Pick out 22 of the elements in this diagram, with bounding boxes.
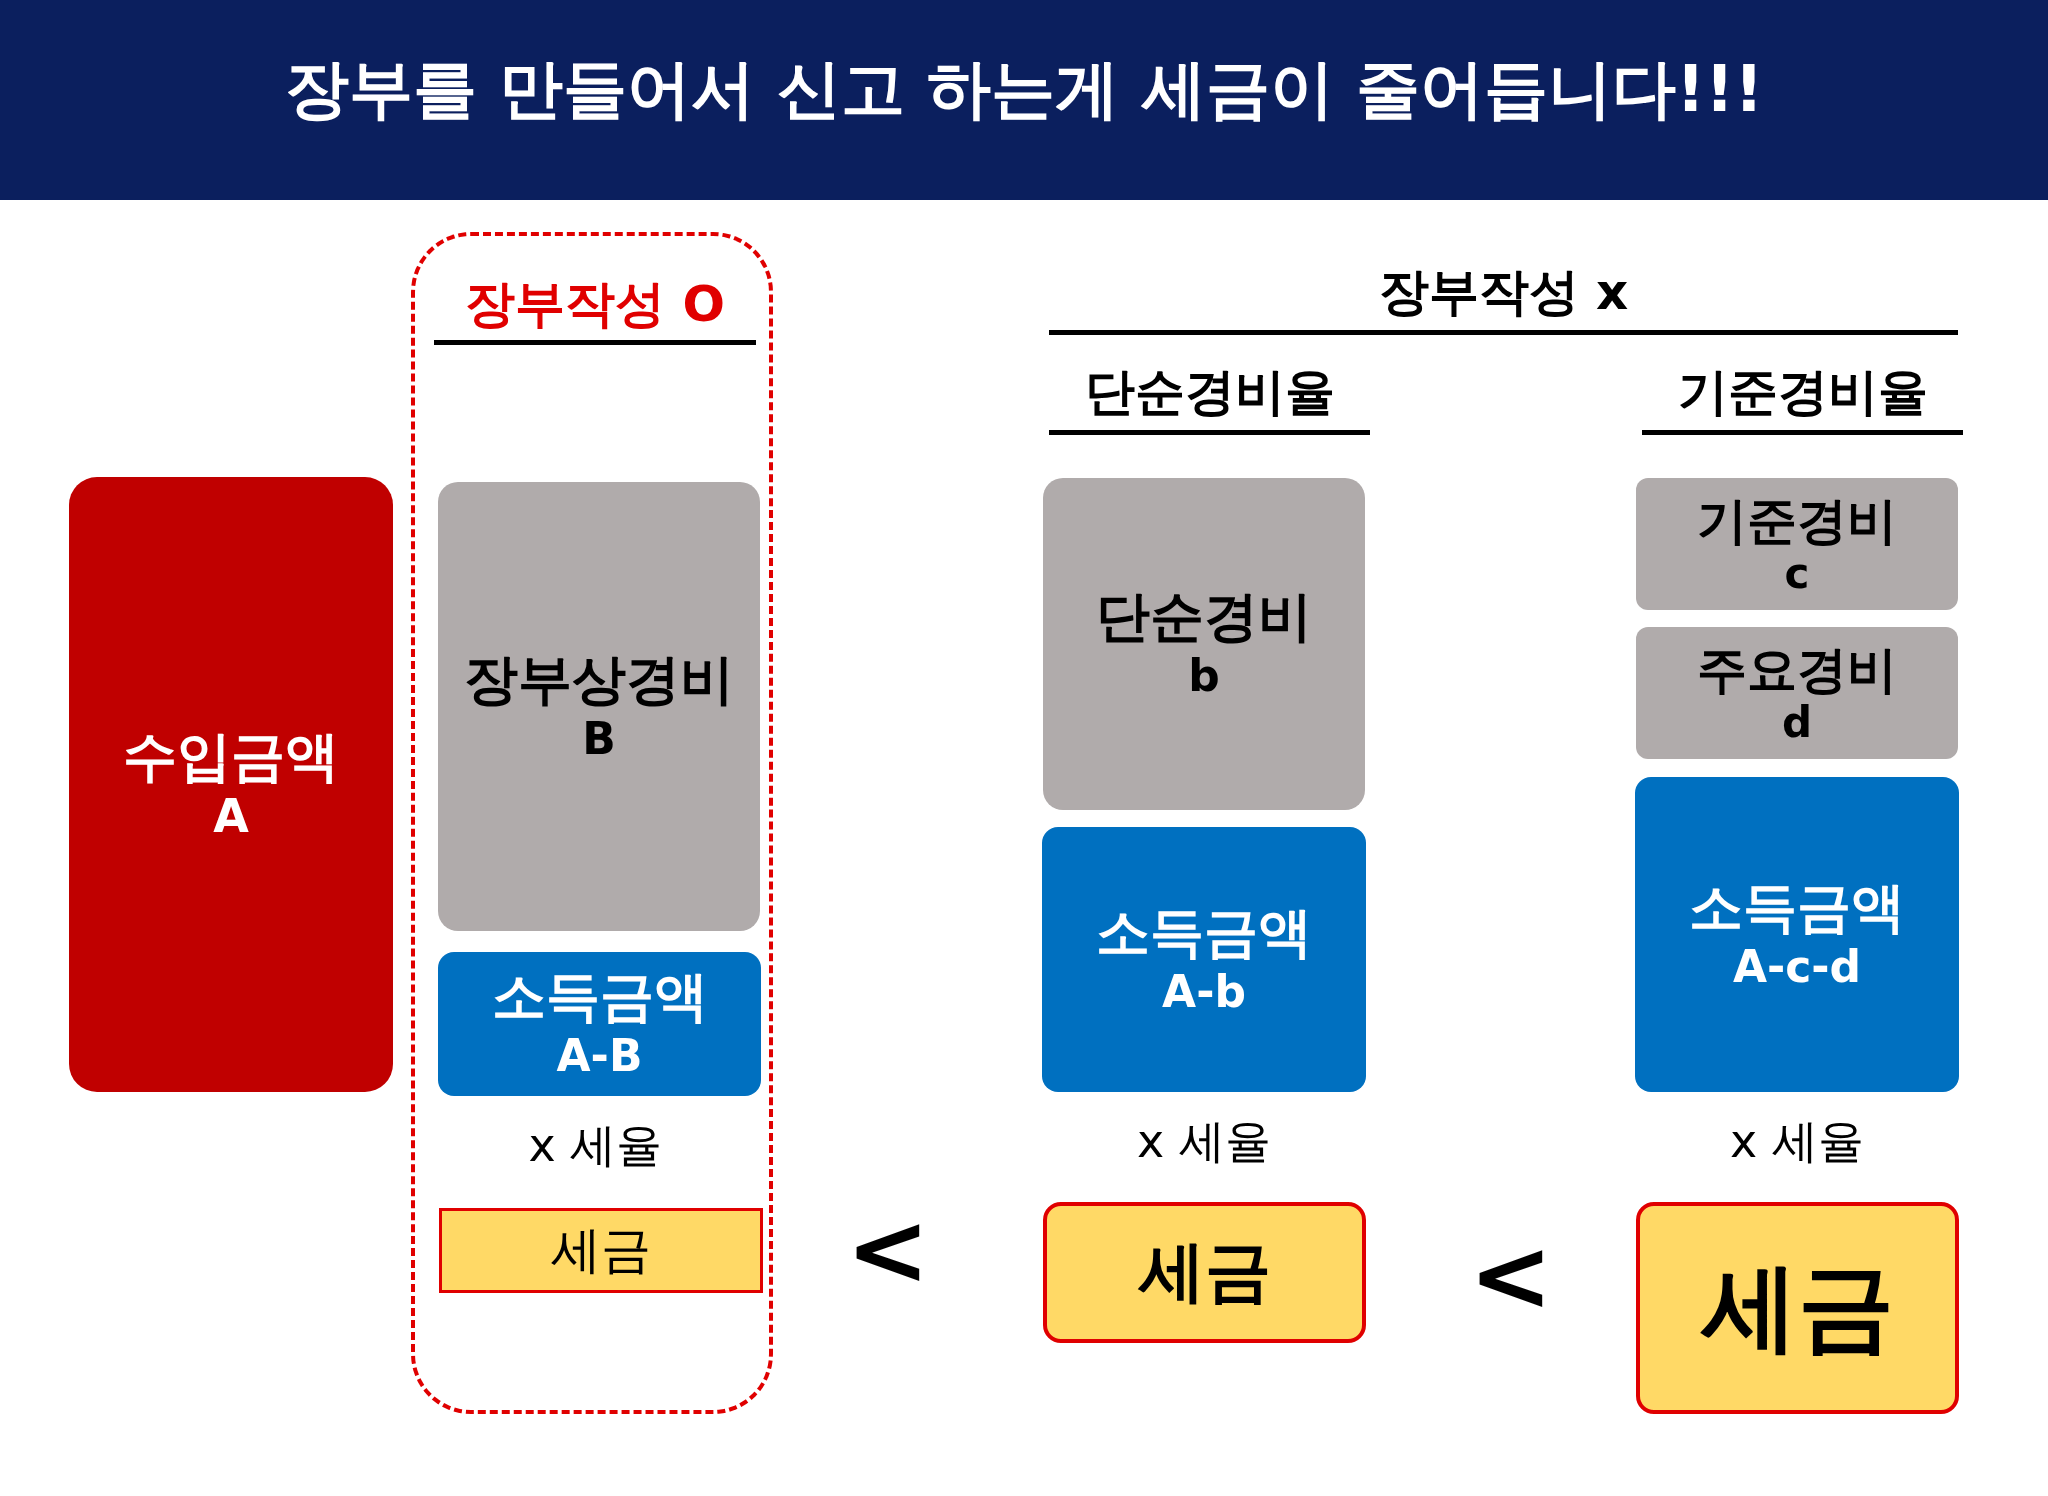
tax-rate-text: x 세율: [1136, 1114, 1272, 1170]
tax-box: 세금: [1636, 1202, 1959, 1414]
tax-rate-text: x 세율: [527, 1118, 664, 1174]
dashed-group-outline: [411, 232, 773, 1414]
amount-box: 단순경비 b: [1043, 478, 1365, 810]
amount-box: 소득금액 A-b: [1042, 827, 1366, 1092]
amount-box: 수입금액 A: [69, 477, 393, 1092]
group-heading: 장부작성 O: [434, 274, 756, 345]
less-than-sign: <: [845, 1200, 931, 1300]
less-than-sign: <: [1468, 1226, 1554, 1326]
amount-box: 기준경비 c: [1636, 478, 1958, 610]
tax-box: 세금: [1043, 1202, 1366, 1343]
amount-box: 주요경비 d: [1636, 627, 1958, 759]
tax-rate-text: x 세율: [1729, 1114, 1865, 1170]
tax-box: 세금: [439, 1208, 763, 1293]
column-heading: 장부작성 x: [1049, 262, 1958, 335]
amount-box: 소득금액 A-B: [438, 952, 761, 1096]
column-heading: 기준경비율: [1642, 362, 1963, 435]
amount-box: 소득금액 A-c-d: [1635, 777, 1959, 1092]
column-heading: 단순경비율: [1049, 362, 1370, 435]
amount-box: 장부상경비 B: [438, 482, 760, 931]
title: 장부를 만들어서 신고 하는게 세금이 줄어듭니다!!!: [283, 51, 1765, 128]
